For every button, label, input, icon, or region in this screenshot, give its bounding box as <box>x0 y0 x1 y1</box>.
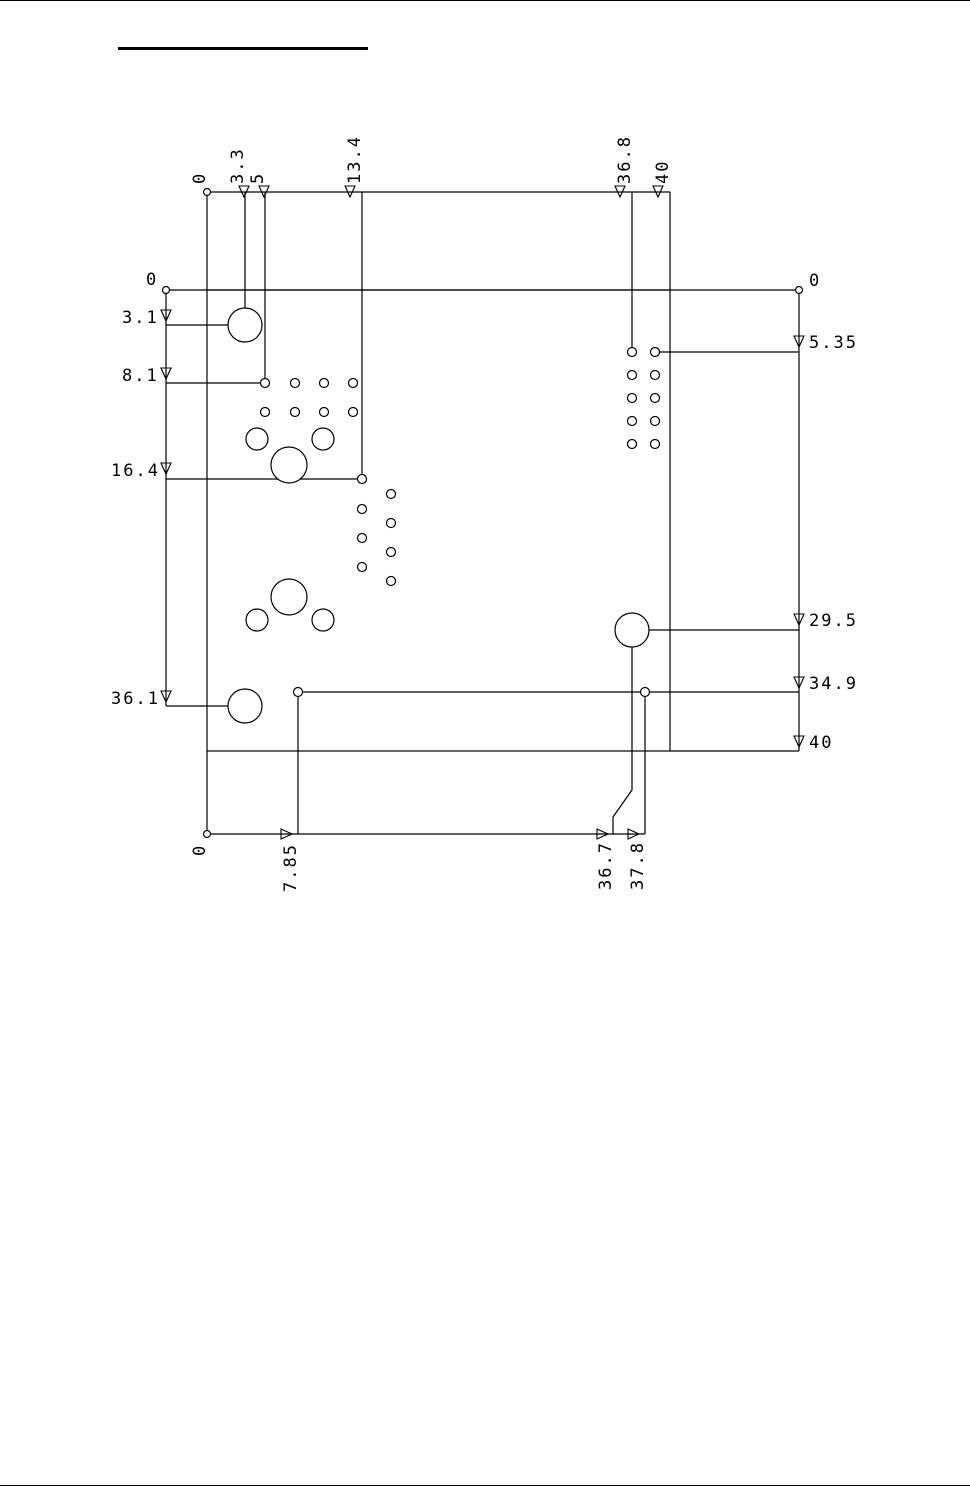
large-hole <box>271 579 307 615</box>
dimension-label-left-3-1: 3.1 <box>122 308 159 328</box>
dimension-label-left-0: 0 <box>146 270 158 290</box>
dimension-label-top-5: 5 <box>248 172 268 184</box>
pin-hole <box>387 548 396 557</box>
pin-hole <box>358 475 367 484</box>
pin-hole <box>651 348 660 357</box>
dimension-label-top-0: 0 <box>190 172 210 184</box>
origin-marker-top <box>204 189 211 196</box>
pin-hole <box>261 379 270 388</box>
mounting-hole <box>228 308 262 342</box>
dimension-label-right-29-5: 29.5 <box>809 611 858 631</box>
pin-hole <box>651 440 660 449</box>
dimension-label-bottom-0: 0 <box>190 844 210 856</box>
pin-hole <box>628 440 637 449</box>
dimension-label-left-36-1: 36.1 <box>111 689 160 709</box>
medium-hole <box>246 609 268 631</box>
pin-hole <box>628 417 637 426</box>
pin-hole <box>387 577 396 586</box>
dimension-label-top-13-4: 13.4 <box>345 135 365 184</box>
dimension-label-right-34-9: 34.9 <box>809 674 858 694</box>
pin-hole <box>651 394 660 403</box>
dimension-label-left-8-1: 8.1 <box>122 366 159 386</box>
page-bottom-rule <box>0 1485 970 1486</box>
pin-hole <box>358 563 367 572</box>
origin-marker-left <box>163 287 170 294</box>
mounting-hole <box>615 613 649 647</box>
origin-marker-right <box>796 287 803 294</box>
board-outline <box>207 290 670 751</box>
pin-hole <box>387 490 396 499</box>
dimension-label-top-3-3: 3.3 <box>228 147 248 184</box>
pin-hole <box>320 408 329 417</box>
pin-hole <box>651 371 660 380</box>
dimension-label-top-36-8: 36.8 <box>615 135 635 184</box>
medium-hole <box>246 428 268 450</box>
pin-hole <box>358 534 367 543</box>
pin-hole <box>320 379 329 388</box>
pin-hole <box>651 417 660 426</box>
dimension-label-top-40: 40 <box>653 160 673 184</box>
dimension-label-right-5-35: 5.35 <box>809 333 858 353</box>
pin-hole-group-top-left <box>261 379 358 417</box>
pin-hole <box>358 505 367 514</box>
pin-hole <box>349 408 358 417</box>
pin-hole-group-center <box>358 475 396 586</box>
pin-hole <box>628 348 637 357</box>
pin-hole <box>628 371 637 380</box>
pin-hole-group-right <box>628 348 660 449</box>
origin-marker-bottom <box>204 831 211 838</box>
dimension-label-right-0: 0 <box>809 271 821 291</box>
dimension-label-bottom-36-7: 36.7 <box>596 841 616 890</box>
large-hole <box>271 447 307 483</box>
pin-hole <box>641 688 650 697</box>
dimension-label-left-16-4: 16.4 <box>111 461 160 481</box>
medium-hole <box>312 428 334 450</box>
pin-hole <box>291 408 300 417</box>
dimension-label-bottom-7-85: 7.85 <box>281 843 301 892</box>
mounting-hole <box>228 689 262 723</box>
pin-hole <box>387 519 396 528</box>
dimension-label-right-40: 40 <box>809 733 833 753</box>
medium-hole <box>312 609 334 631</box>
pin-hole <box>294 688 303 697</box>
pin-hole <box>261 408 270 417</box>
pin-hole <box>349 379 358 388</box>
leader-36-7 <box>613 630 632 834</box>
pin-hole <box>291 379 300 388</box>
pin-hole <box>628 394 637 403</box>
dimension-label-bottom-37-8: 37.8 <box>628 841 648 890</box>
